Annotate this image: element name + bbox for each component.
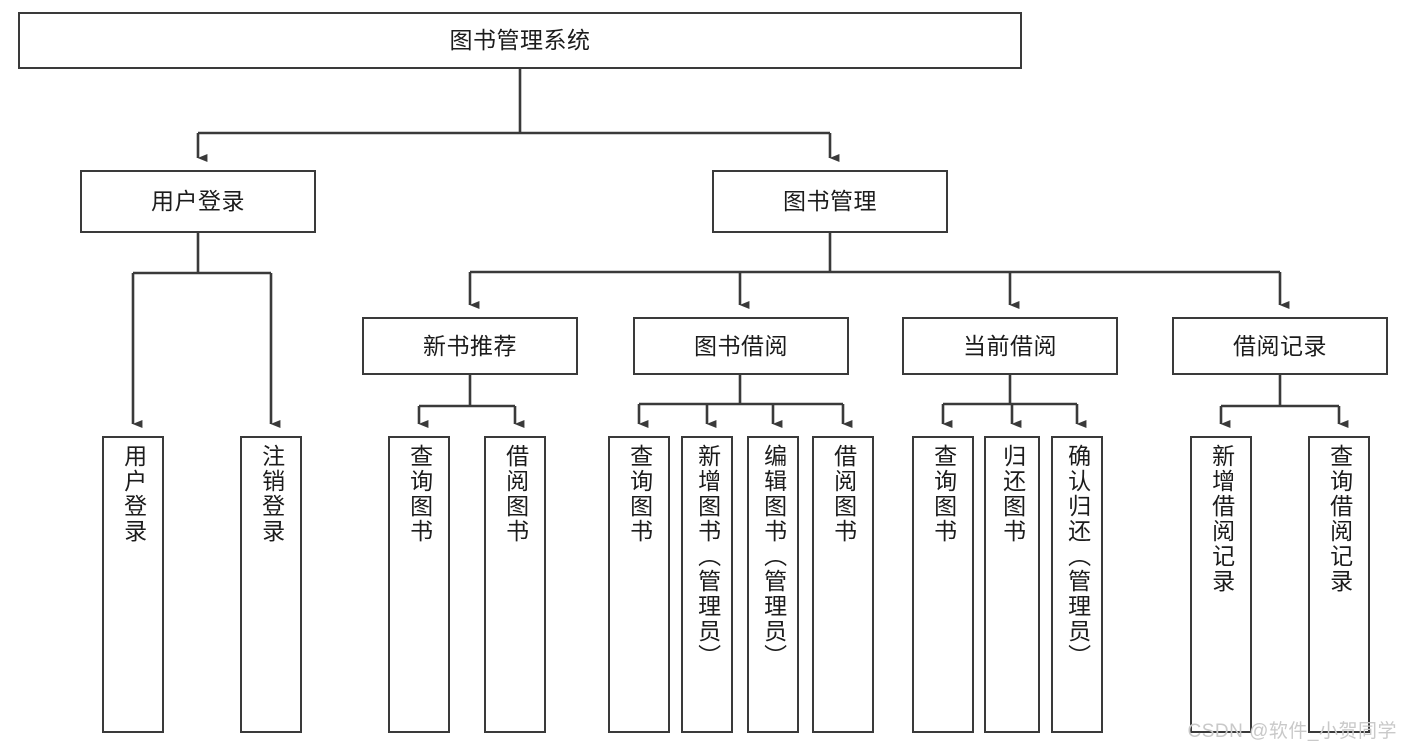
node-leaf-borrow-book-recommend[interactable]: 借阅图书	[484, 436, 546, 733]
node-user-login-label: 用户登录	[151, 188, 245, 215]
node-leaf-borrow-book-label: 借阅图书	[830, 444, 857, 544]
node-leaf-query-book-recommend-label: 查询图书	[406, 444, 433, 544]
node-leaf-edit-book-admin-label: 编辑图书（管理员）	[760, 444, 787, 669]
node-new-book-recommend[interactable]: 新书推荐	[362, 317, 578, 375]
node-leaf-return-book[interactable]: 归还图书	[984, 436, 1040, 733]
node-leaf-confirm-return-admin-label: 确认归还（管理员）	[1064, 444, 1091, 669]
node-root-label: 图书管理系统	[449, 27, 591, 54]
node-leaf-query-book-recommend[interactable]: 查询图书	[388, 436, 450, 733]
node-current-borrow-label: 当前借阅	[963, 332, 1057, 359]
node-leaf-user-login-label: 用户登录	[120, 444, 147, 544]
node-leaf-edit-book-admin[interactable]: 编辑图书（管理员）	[747, 436, 799, 733]
node-leaf-add-book-admin-label: 新增图书（管理员）	[694, 444, 721, 669]
node-leaf-query-book-current[interactable]: 查询图书	[912, 436, 974, 733]
node-leaf-user-login[interactable]: 用户登录	[102, 436, 164, 733]
node-leaf-borrow-book[interactable]: 借阅图书	[812, 436, 874, 733]
node-book-manage-label: 图书管理	[783, 188, 877, 215]
node-leaf-query-book-current-label: 查询图书	[930, 444, 957, 544]
node-root-system[interactable]: 图书管理系统	[18, 12, 1022, 69]
node-leaf-borrow-book-recommend-label: 借阅图书	[502, 444, 529, 544]
node-leaf-return-book-label: 归还图书	[999, 444, 1026, 544]
node-borrow-record-label: 借阅记录	[1233, 332, 1327, 359]
node-borrow-record[interactable]: 借阅记录	[1172, 317, 1388, 375]
node-book-borrow[interactable]: 图书借阅	[633, 317, 849, 375]
node-leaf-add-borrow-record[interactable]: 新增借阅记录	[1190, 436, 1252, 733]
node-leaf-add-borrow-record-label: 新增借阅记录	[1208, 444, 1235, 594]
node-new-book-recommend-label: 新书推荐	[423, 332, 517, 359]
node-leaf-query-borrow-record[interactable]: 查询借阅记录	[1308, 436, 1370, 733]
node-leaf-user-logout-label: 注销登录	[258, 444, 285, 544]
node-user-login[interactable]: 用户登录	[80, 170, 316, 233]
node-current-borrow[interactable]: 当前借阅	[902, 317, 1118, 375]
csdn-watermark: CSDN @软件_小贺同学	[1187, 721, 1397, 742]
node-leaf-query-book-borrow-label: 查询图书	[626, 444, 653, 544]
node-leaf-confirm-return-admin[interactable]: 确认归还（管理员）	[1051, 436, 1103, 733]
node-leaf-add-book-admin[interactable]: 新增图书（管理员）	[681, 436, 733, 733]
node-book-manage[interactable]: 图书管理	[712, 170, 948, 233]
node-leaf-query-book-borrow[interactable]: 查询图书	[608, 436, 670, 733]
node-leaf-query-borrow-record-label: 查询借阅记录	[1326, 444, 1353, 594]
node-leaf-user-logout[interactable]: 注销登录	[240, 436, 302, 733]
node-book-borrow-label: 图书借阅	[694, 332, 788, 359]
